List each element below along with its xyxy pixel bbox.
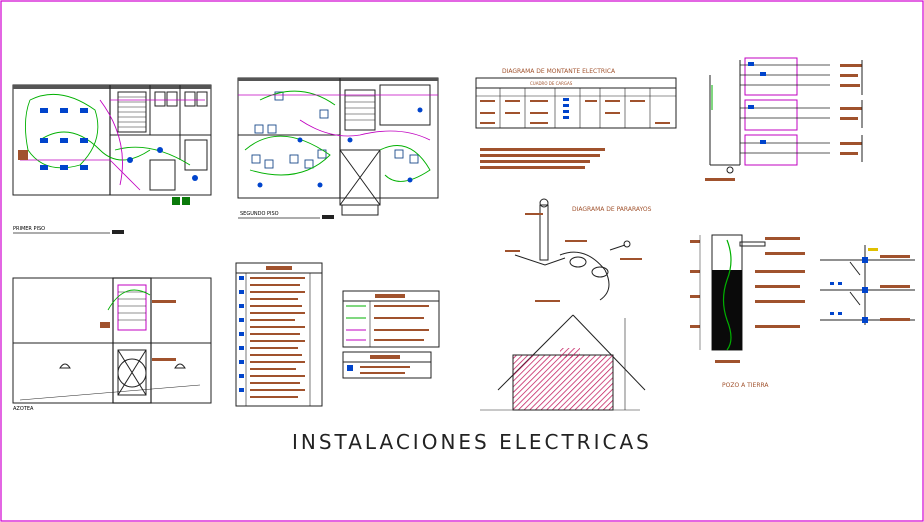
legend-table-main bbox=[235, 262, 323, 407]
plan-primer-piso bbox=[12, 84, 212, 234]
label-segundo-piso: SEGUNDO PISO bbox=[240, 211, 279, 217]
pozo-tierra-diagram bbox=[690, 234, 805, 363]
drawing-title: INSTALACIONES ELECTRICAS bbox=[292, 430, 652, 454]
plan-azotea bbox=[12, 277, 212, 404]
montante-diagram bbox=[475, 77, 677, 169]
pararayos-diagram bbox=[505, 198, 642, 302]
switch-details bbox=[820, 245, 915, 325]
label-primer-piso: PRIMER PISO bbox=[13, 226, 45, 232]
label-pozo-tierra: POZO A TIERRA bbox=[722, 382, 769, 389]
label-diagrama-pararayos: DIAGRAMA DE PARARAYOS bbox=[572, 206, 652, 213]
single-line-diagram bbox=[705, 57, 863, 181]
label-azotea: AZOTEA bbox=[13, 406, 34, 412]
label-diagrama-montante: DIAGRAMA DE MONTANTE ELECTRICA bbox=[502, 68, 616, 75]
roof-elevation bbox=[480, 314, 646, 411]
legend-table-secondary bbox=[342, 290, 440, 379]
label-cuadro-cargas: CUADRO DE CARGAS bbox=[530, 81, 573, 86]
plan-segundo-piso bbox=[237, 77, 439, 219]
